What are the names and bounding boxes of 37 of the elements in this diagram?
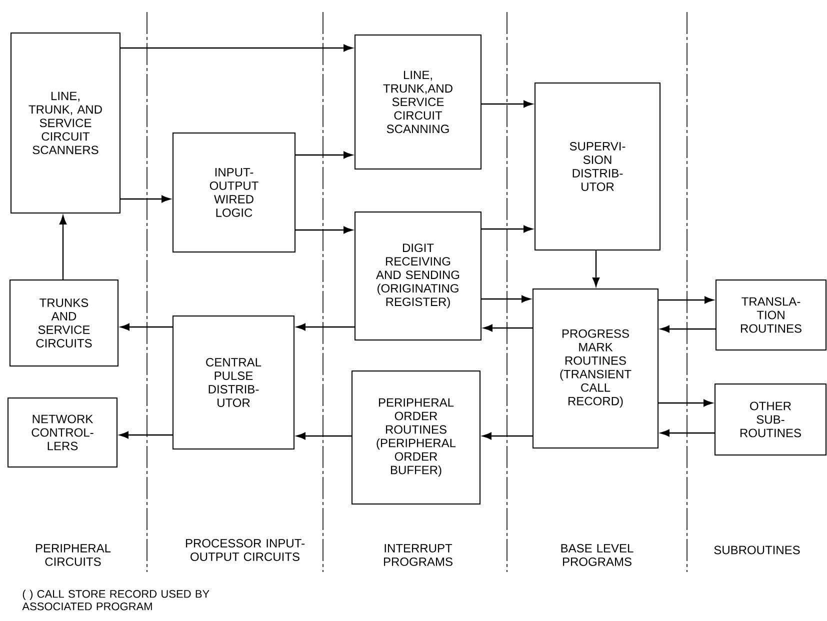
process-box: TRUNKS AND SERVICE CIRCUITS	[10, 280, 118, 366]
arrow	[120, 323, 172, 331]
arrow	[120, 195, 171, 203]
process-box: LINE, TRUNK,AND SERVICE CIRCUIT SCANNING	[354, 34, 482, 170]
arrow	[119, 431, 172, 439]
arrow	[482, 432, 532, 440]
process-box: TRANSLA- TION ROUTINES	[716, 280, 826, 350]
process-box: PERIPHERAL ORDER ROUTINES (PERIPHERAL ORDER BUFFER)	[352, 370, 480, 504]
process-box: INPUT- OUTPUT WIRED LOGIC	[172, 132, 296, 252]
column-label: PROCESSOR INPUT-OUTPUT CIRCUITS	[186, 539, 304, 561]
arrow	[482, 100, 533, 108]
process-box: OTHER SUB- ROUTINES	[714, 384, 826, 456]
arrow	[482, 295, 531, 303]
arrow	[296, 151, 353, 159]
arrow	[660, 429, 714, 437]
column-label: BASE LEVEL PROGRAMS	[561, 544, 634, 566]
arrow	[592, 250, 600, 287]
arrow	[483, 324, 532, 332]
arrow	[120, 44, 353, 52]
footnote: ( ) CALL STORE RECORD USED BY ASSOCIATED PROGRAM	[22, 590, 210, 610]
arrow	[59, 215, 67, 280]
process-box: PROGRESS MARK ROUTINES (TRANSIENT CALL RECORD)	[532, 288, 658, 448]
arrow	[296, 323, 354, 331]
arrow	[660, 325, 716, 333]
process-box: DIGIT RECEIVING AND SENDING (ORIGINATING REGISTER)	[354, 212, 482, 340]
arrow	[296, 432, 352, 440]
process-box: NETWORK CONTROL- LERS	[8, 398, 118, 468]
column-label: PERIPHERAL CIRCUITS	[36, 544, 111, 566]
arrow	[658, 399, 713, 407]
arrow	[482, 225, 533, 233]
column-label: SUBROUTINES	[714, 546, 800, 554]
process-box: SUPERVI- SION DISTRIB- UTOR	[534, 82, 660, 250]
process-box: CENTRAL PULSE DISTRIB- UTOR	[172, 316, 294, 450]
arrow	[658, 296, 714, 304]
arrow	[296, 226, 353, 234]
column-label: INTERRUPT PROGRAMS	[384, 544, 452, 566]
process-box: LINE, TRUNK, AND SERVICE CIRCUIT SCANNERS	[10, 32, 120, 214]
